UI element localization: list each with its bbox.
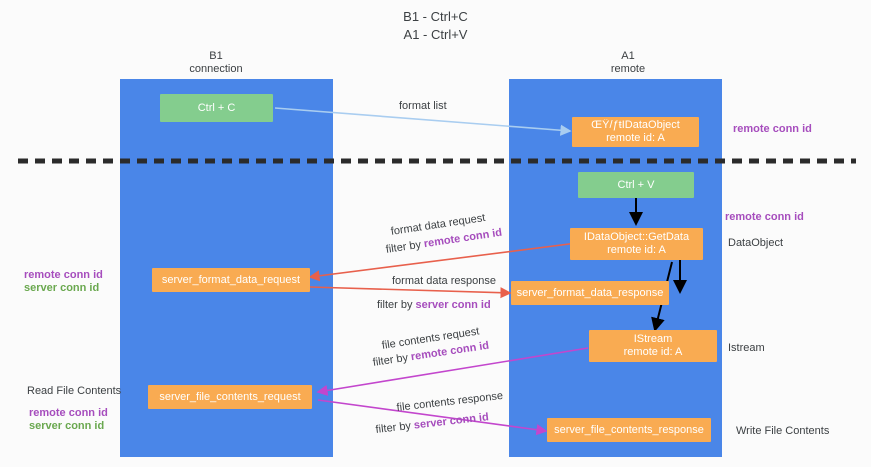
right-label-dataobject: DataObject: [728, 237, 784, 249]
box-server-format-data-request-label: server_format_data_request: [161, 273, 301, 286]
right-label-write-file-contents: Write File Contents: [736, 425, 830, 437]
box-server-format-data-request[interactable]: server_format_data_request: [152, 268, 310, 292]
right-label-remote-conn-id-top: remote conn id: [733, 123, 812, 135]
page-title-line1: B1 - Ctrl+C: [403, 9, 468, 24]
column-header-a1-sub: remote: [610, 63, 646, 75]
box-idataobject-getdata[interactable]: IDataObject::GetData remote id: A: [570, 228, 703, 260]
box-server-format-data-response[interactable]: server_format_data_response: [511, 281, 669, 305]
box-server-file-contents-request-label: server_file_contents_request: [159, 390, 301, 403]
label-format-data-response: format data response: [392, 275, 496, 287]
box-ctrl-c-label: Ctrl + C: [197, 101, 236, 114]
column-header-b1-name: B1: [209, 50, 223, 62]
filter-by-prefix-3: filter by: [372, 351, 412, 369]
box-istream[interactable]: IStream remote id: A: [589, 330, 717, 362]
column-header-b1-sub: connection: [189, 63, 243, 75]
left-label-read-file-contents: Read File Contents: [27, 385, 122, 397]
box-istream-label-line1: IStream: [633, 333, 673, 345]
box-server-file-contents-response-label: server_file_contents_response: [554, 423, 704, 436]
filter-by-prefix-4: filter by: [375, 419, 415, 436]
server-conn-id-1: server conn id: [415, 299, 491, 311]
box-idataobject[interactable]: ŒŸ/ƒŧIDataObject remote id: A: [572, 117, 699, 147]
right-label-remote-conn-id-mid: remote conn id: [725, 211, 804, 223]
page-title-line2: A1 - Ctrl+V: [403, 27, 468, 42]
label-filter-by-server-conn-id-1: filter by server conn id: [377, 299, 491, 312]
filter-by-prefix-1: filter by: [385, 238, 425, 256]
box-ctrl-v-label: Ctrl + V: [617, 178, 655, 191]
left-label-server-conn-id-2: server conn id: [29, 420, 105, 432]
left-label-remote-conn-id-2: remote conn id: [29, 407, 108, 419]
box-ctrl-c[interactable]: Ctrl + C: [160, 94, 273, 122]
right-label-istream: Istream: [728, 342, 765, 354]
label-filter-by-server-conn-id-2: filter by server conn id: [375, 411, 489, 437]
box-ctrl-v[interactable]: Ctrl + V: [578, 172, 694, 198]
box-istream-label-line2: remote id: A: [623, 346, 683, 358]
box-idataobject-label-line2: remote id: A: [606, 132, 665, 144]
box-server-file-contents-request[interactable]: server_file_contents_request: [148, 385, 312, 409]
column-header-a1-name: A1: [621, 50, 635, 62]
box-getdata-label-line2: remote id: A: [607, 244, 666, 256]
filter-by-prefix-2: filter by: [377, 299, 416, 311]
label-format-list: format list: [399, 100, 447, 112]
box-server-file-contents-response[interactable]: server_file_contents_response: [547, 418, 711, 442]
left-label-remote-conn-id: remote conn id: [24, 269, 103, 281]
server-conn-id-2: server conn id: [413, 411, 490, 432]
left-label-server-conn-id: server conn id: [24, 282, 100, 294]
box-server-format-data-response-label: server_format_data_response: [516, 286, 664, 299]
box-getdata-label-line1: IDataObject::GetData: [583, 231, 690, 243]
box-idataobject-label-line1: ŒŸ/ƒŧIDataObject: [591, 119, 680, 131]
